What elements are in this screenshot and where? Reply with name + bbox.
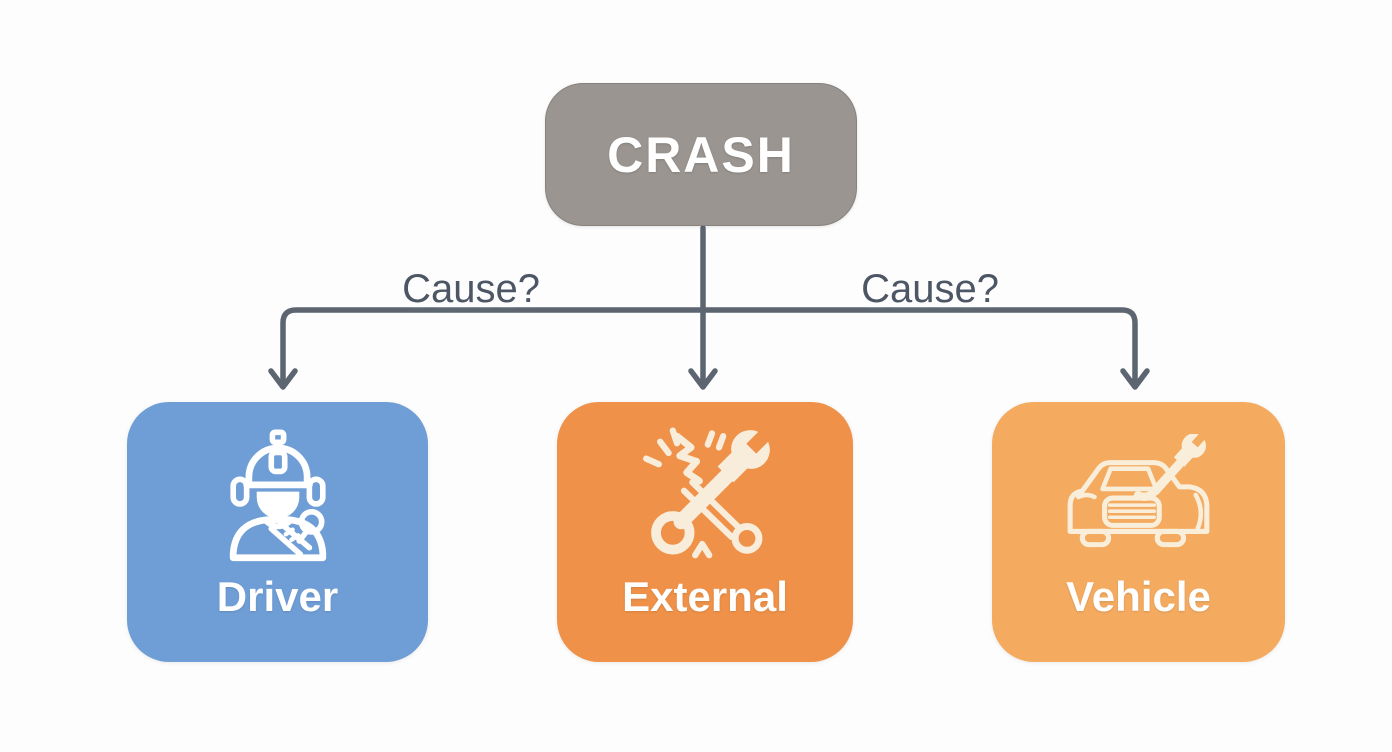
child-node-label: External: [622, 573, 788, 620]
child-node-external: External: [557, 402, 853, 662]
child-node-label: Vehicle: [1066, 573, 1211, 620]
edge-label-cause-left: Cause?: [402, 267, 540, 311]
edge-line-right: [700, 307, 1138, 385]
arrowhead-center: [688, 368, 718, 390]
car-wrench-icon: [1058, 420, 1220, 570]
edge-label-cause-right: Cause?: [861, 267, 999, 311]
crossed-wrenches-icon: [635, 420, 775, 570]
child-node-driver: Driver: [127, 402, 428, 662]
root-node-label: CRASH: [607, 126, 795, 183]
root-node-crash: CRASH: [545, 83, 857, 226]
driver-seatbelt-icon: [222, 420, 334, 570]
arrowhead-right: [1120, 368, 1150, 390]
child-node-vehicle: Vehicle: [992, 402, 1285, 662]
arrowhead-left: [268, 368, 298, 390]
edge-line-left: [280, 307, 706, 385]
child-node-label: Driver: [216, 573, 339, 620]
